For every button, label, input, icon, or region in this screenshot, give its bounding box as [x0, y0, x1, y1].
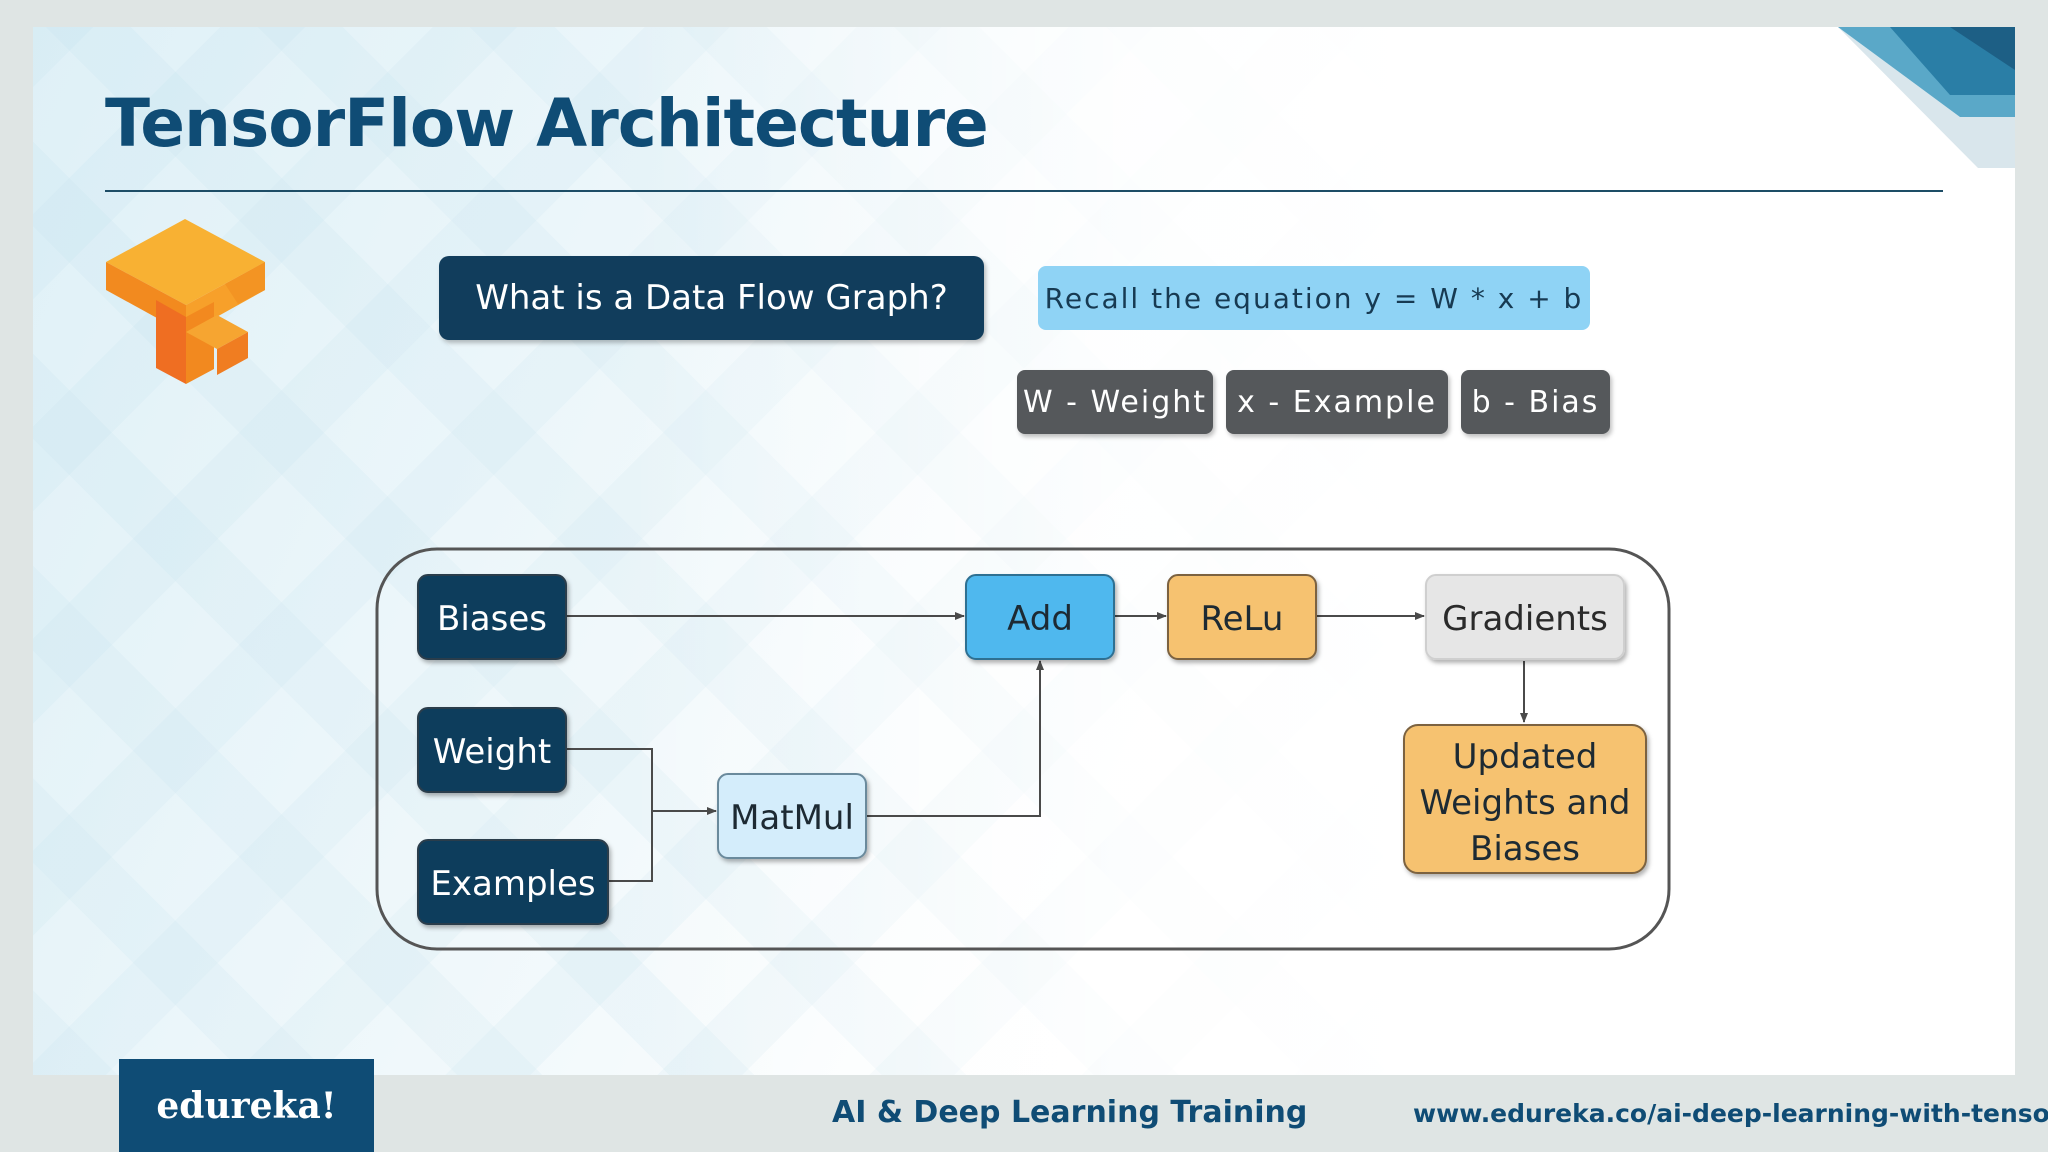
graph-container	[375, 547, 1671, 951]
node-add: Add	[965, 574, 1115, 660]
title-divider	[105, 190, 1943, 192]
course-url-link[interactable]: www.edureka.co/ai-deep-learning-with-ten…	[1413, 1099, 2048, 1128]
edureka-logo[interactable]: edureka!	[119, 1059, 374, 1152]
corner-decoration	[1838, 27, 2015, 168]
data-flow-graph-button[interactable]: What is a Data Flow Graph?	[439, 256, 984, 340]
node-examples: Examples	[417, 839, 609, 925]
node-matmul-label: MatMul	[730, 798, 854, 838]
weight-legend-chip: W - Weight	[1017, 370, 1213, 434]
node-matmul: MatMul	[717, 773, 867, 859]
bias-legend-chip: b - Bias	[1461, 370, 1610, 434]
page-title: TensorFlow Architecture	[105, 85, 989, 162]
node-updated-line-2: Weights and	[1420, 783, 1631, 823]
tensorflow-logo-icon	[106, 219, 265, 384]
node-updated-line-1: Updated	[1453, 737, 1598, 777]
node-gradients-label: Gradients	[1442, 599, 1608, 639]
edge-matmul-add	[866, 660, 1044, 817]
node-biases: Biases	[417, 574, 567, 660]
slide-background	[33, 27, 2015, 1075]
node-add-label: Add	[1007, 599, 1073, 639]
node-updated-weights-biases: Updated Weights and Biases	[1403, 724, 1647, 874]
example-legend-chip: x - Example	[1226, 370, 1448, 434]
node-biases-label: Biases	[437, 599, 547, 639]
recall-equation-label: Recall the equation y = W * x + b	[1038, 266, 1590, 330]
node-gradients: Gradients	[1425, 574, 1625, 660]
edge-examples-matmul	[608, 811, 653, 882]
node-relu: ReLu	[1167, 574, 1317, 660]
edge-weight-matmul	[567, 748, 653, 811]
node-relu-label: ReLu	[1201, 599, 1284, 639]
node-examples-label: Examples	[430, 864, 595, 904]
node-weight: Weight	[417, 707, 567, 793]
node-weight-label: Weight	[433, 732, 551, 772]
course-title: AI & Deep Learning Training	[832, 1095, 1308, 1130]
node-updated-line-3: Biases	[1470, 829, 1580, 869]
